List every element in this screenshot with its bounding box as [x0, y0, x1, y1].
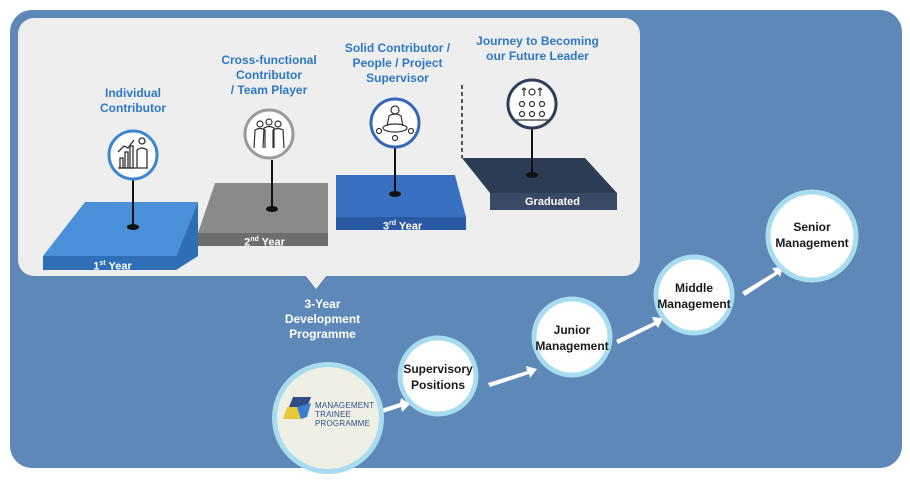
- leader-network-icon: [516, 87, 548, 121]
- supervisor-meeting-icon: [375, 105, 415, 142]
- platform-graduated: [461, 85, 617, 210]
- circle-supervisory: [397, 335, 479, 417]
- management-trainee-logo: MANAGEMENT TRAINEE PROGRAMME: [272, 362, 384, 474]
- arrow-2: [488, 366, 537, 387]
- arrow-3: [616, 317, 663, 344]
- team-group-icon: [253, 118, 285, 149]
- logo-text: MANAGEMENT TRAINEE PROGRAMME: [315, 401, 375, 428]
- path-arrows: [378, 267, 783, 414]
- platform-year-2: [198, 183, 328, 246]
- step-label-graduated: Graduated: [524, 196, 580, 208]
- pin-year-2: [243, 108, 295, 212]
- career-label-supervisory: Supervisory Positions: [403, 362, 473, 392]
- circle-junior: [531, 296, 613, 378]
- stage-label-2: Cross-functional Contributor / Team Play…: [221, 53, 317, 97]
- stage-label-1: Individual Contributor: [100, 86, 166, 115]
- logo-mark-icon: [283, 397, 311, 419]
- pin-year-1: [107, 129, 159, 230]
- step-label-year-3: 3rd Year: [382, 220, 423, 233]
- circle-middle: [653, 254, 735, 336]
- platform-year-1: [43, 202, 198, 270]
- career-label-senior: Senior Management: [775, 220, 849, 250]
- step-label-year-2: 2nd Year: [244, 236, 285, 249]
- arrow-1: [378, 398, 410, 414]
- platform-year-3: [336, 175, 466, 230]
- stage-label-3: Solid Contributor / People / Project Sup…: [344, 41, 451, 85]
- arrow-4: [742, 267, 783, 296]
- career-label-junior: Junior Management: [535, 323, 609, 353]
- career-label-middle: Middle Management: [657, 281, 731, 311]
- step-label-year-1: 1st Year: [93, 260, 132, 273]
- circle-senior: [765, 189, 859, 283]
- pin-year-3: [369, 97, 421, 197]
- pin-graduated: [506, 78, 558, 178]
- growth-person-icon: [117, 137, 148, 169]
- panel-pointer: [305, 275, 327, 289]
- stage-label-4: Journey to Becoming our Future Leader: [476, 34, 599, 63]
- programme-label: 3-Year Development Programme: [284, 297, 361, 341]
